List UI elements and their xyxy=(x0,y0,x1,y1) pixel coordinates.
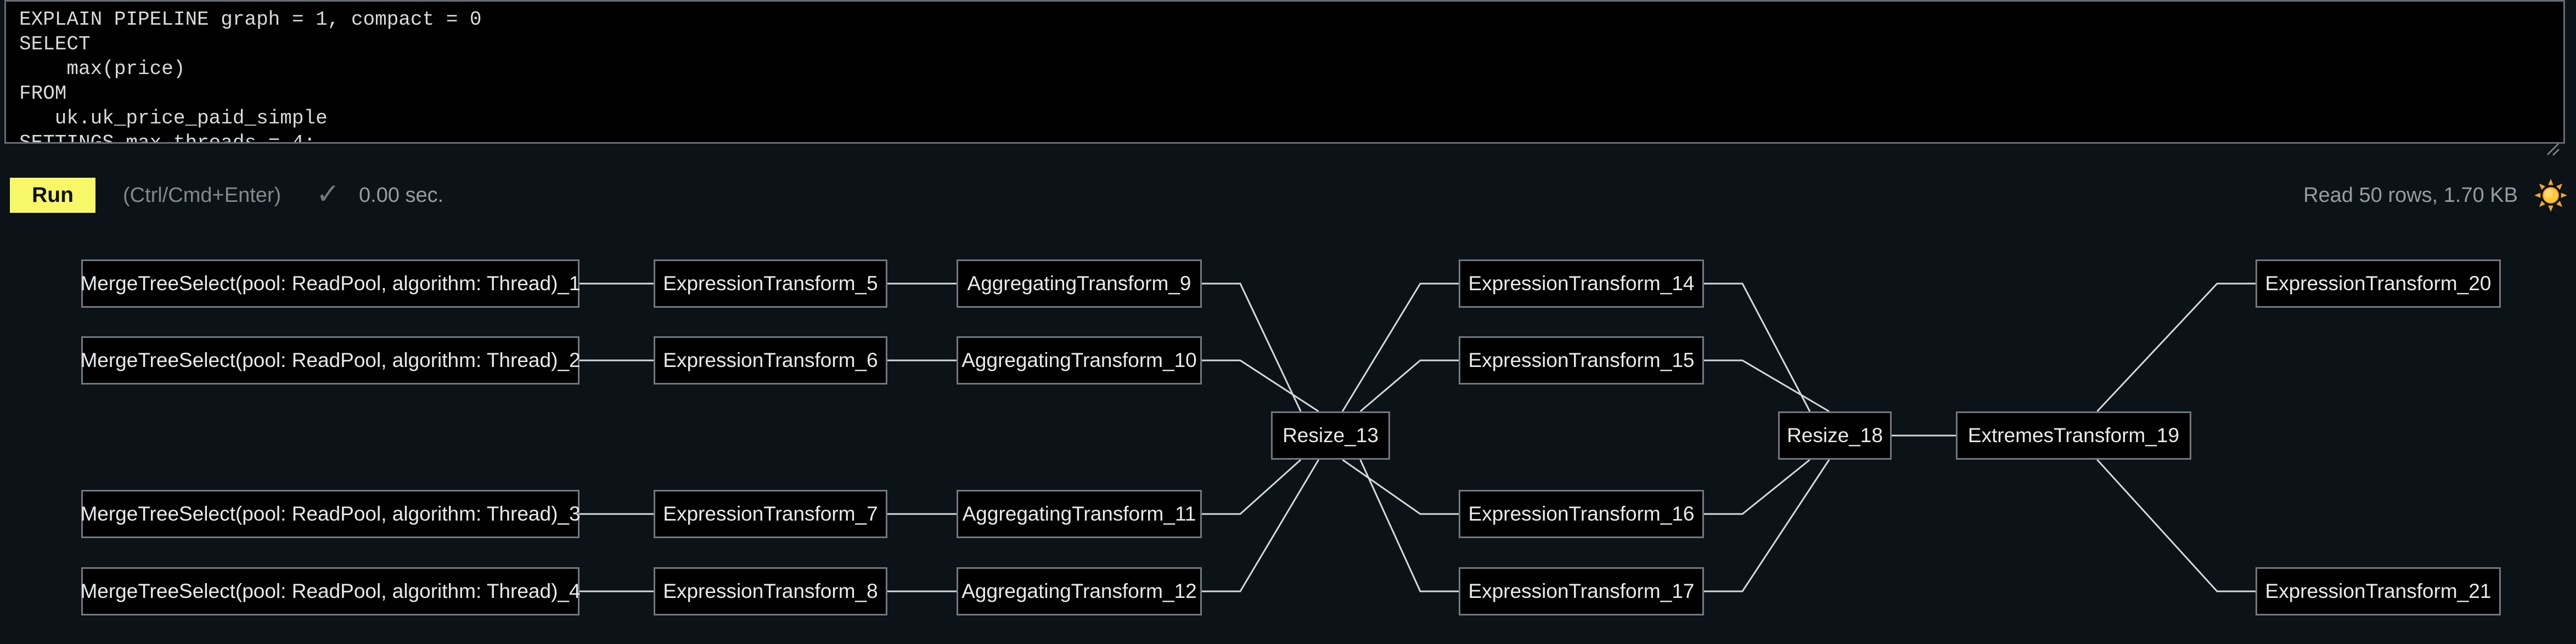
edge-at9-r13 xyxy=(1202,283,1302,412)
graph-node-et15: ExpressionTransform_15 xyxy=(1459,336,1704,385)
edge-xt19-et21 xyxy=(2096,459,2256,592)
graph-node-et7: ExpressionTransform_7 xyxy=(654,490,887,538)
theme-toggle-button[interactable] xyxy=(2534,179,2567,212)
edge-r13-et15 xyxy=(1359,359,1459,413)
graph-node-r13: Resize_13 xyxy=(1271,411,1390,460)
edge-et14-r18 xyxy=(1704,283,1811,412)
sun-icon xyxy=(2534,179,2567,212)
graph-node-r18: Resize_18 xyxy=(1778,411,1892,460)
graph-node-mt4: MergeTreeSelect(pool: ReadPool, algorith… xyxy=(80,567,581,615)
graph-node-et14: ExpressionTransform_14 xyxy=(1459,259,1704,308)
graph-node-et6: ExpressionTransform_6 xyxy=(654,336,887,385)
graph-node-mt1: MergeTreeSelect(pool: ReadPool, algorith… xyxy=(80,259,581,308)
edge-at12-r13 xyxy=(1202,459,1320,592)
edge-et17-r18 xyxy=(1704,459,1830,592)
success-check-icon: ✓ xyxy=(316,178,340,210)
elapsed-time: 0.00 sec. xyxy=(359,184,444,207)
graph-node-at12: AggregatingTransform_12 xyxy=(957,567,1202,615)
sql-editor[interactable]: EXPLAIN PIPELINE graph = 1, compact = 0 … xyxy=(4,0,2565,144)
edge-at10-r13 xyxy=(1202,359,1319,413)
edge-et15-r18 xyxy=(1704,359,1830,413)
edge-et16-r18 xyxy=(1704,459,1810,515)
graph-node-et20: ExpressionTransform_20 xyxy=(2256,259,2501,308)
toolbar: Run (Ctrl/Cmd+Enter) ✓ 0.00 sec. Read 50… xyxy=(0,170,2576,221)
graph-node-et21: ExpressionTransform_21 xyxy=(2256,567,2501,615)
read-stats: Read 50 rows, 1.70 KB xyxy=(2303,184,2518,207)
edge-at11-r13 xyxy=(1202,459,1302,515)
graph-node-xt19: ExtremesTransform_19 xyxy=(1956,411,2191,460)
graph-node-at11: AggregatingTransform_11 xyxy=(957,490,1202,538)
edge-r13-et14 xyxy=(1341,283,1459,412)
run-button[interactable]: Run xyxy=(10,178,95,213)
graph-node-mt3: MergeTreeSelect(pool: ReadPool, algorith… xyxy=(80,490,581,538)
graph-node-et8: ExpressionTransform_8 xyxy=(654,567,887,615)
graph-node-at10: AggregatingTransform_10 xyxy=(957,336,1202,385)
run-shortcut-hint: (Ctrl/Cmd+Enter) xyxy=(123,184,282,207)
edge-r13-et16 xyxy=(1342,459,1459,515)
edge-r13-et17 xyxy=(1359,459,1459,592)
graph-node-et17: ExpressionTransform_17 xyxy=(1459,567,1704,615)
graph-node-et16: ExpressionTransform_16 xyxy=(1459,490,1704,538)
edge-xt19-et20 xyxy=(2096,283,2256,413)
graph-node-at9: AggregatingTransform_9 xyxy=(957,259,1202,308)
graph-node-et5: ExpressionTransform_5 xyxy=(654,259,887,308)
graph-node-mt2: MergeTreeSelect(pool: ReadPool, algorith… xyxy=(80,336,581,385)
